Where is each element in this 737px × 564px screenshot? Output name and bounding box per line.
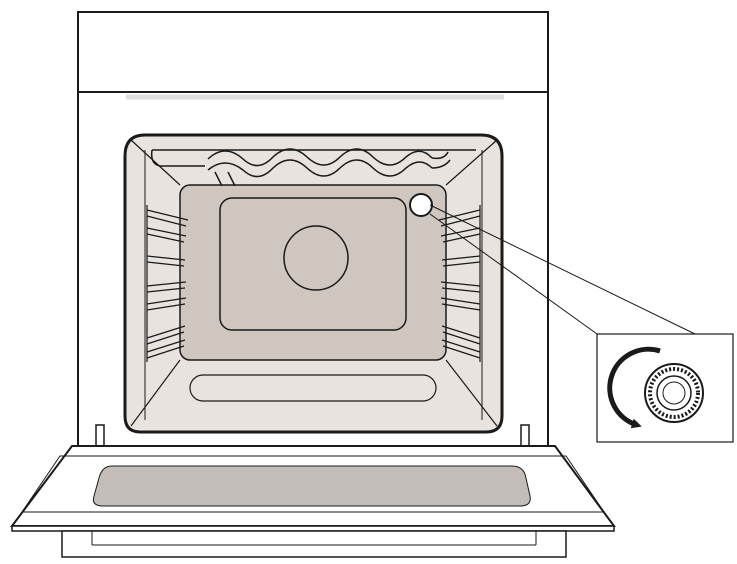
door-glass bbox=[92, 465, 531, 507]
control-panel bbox=[77, 11, 549, 100]
cavity-floor-recess bbox=[189, 374, 437, 402]
grill-heating-element bbox=[150, 148, 476, 187]
rotate-arrow bbox=[607, 346, 661, 429]
left-shelf-rails bbox=[146, 205, 189, 362]
plinth bbox=[61, 530, 567, 558]
right-shelf-rails bbox=[438, 205, 481, 362]
callout-leader-lines bbox=[429, 204, 696, 335]
fan-cover bbox=[219, 197, 407, 331]
lamp-cover-detail bbox=[644, 363, 704, 423]
lamp-cover bbox=[409, 193, 433, 217]
